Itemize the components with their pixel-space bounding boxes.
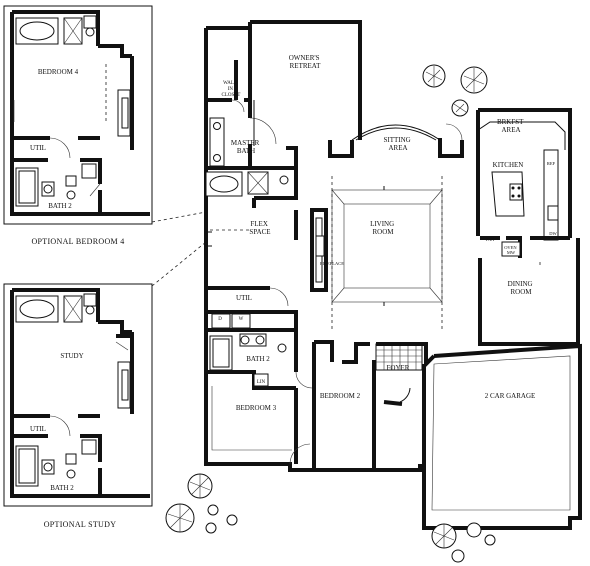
label-bedroom-2: BEDROOM 2 xyxy=(320,392,361,400)
tree-icon xyxy=(451,549,465,563)
tree-icon xyxy=(466,522,482,538)
tree-icon xyxy=(205,522,217,534)
landscaping-trees xyxy=(165,64,496,563)
inset-bedroom4-room-label: BEDROOM 4 xyxy=(38,68,79,76)
label-util: UTIL xyxy=(236,294,252,302)
label-washer: W xyxy=(239,317,244,322)
inset-optional-study: STUDY UTIL BATH 2 xyxy=(3,283,153,507)
foyer-tile xyxy=(375,343,423,371)
label-kitchen: KITCHEN xyxy=(493,161,524,169)
tree-icon xyxy=(207,504,219,516)
inset-bedroom4-util-label: UTIL xyxy=(30,144,46,152)
label-pan: PAN xyxy=(486,237,495,242)
inset-study-util-label: UTIL xyxy=(30,425,46,433)
label-foyer: FOYER xyxy=(387,364,410,372)
label-bedroom-3: BEDROOM 3 xyxy=(236,404,277,412)
main-floor-plan xyxy=(204,20,582,530)
caption-optional-study: OPTIONAL STUDY xyxy=(44,520,117,529)
tree-icon xyxy=(431,523,457,549)
label-sitting-area: SITTING AREA xyxy=(384,136,413,152)
label-fireplace: FIREPLACE xyxy=(320,261,344,266)
inset-bedroom4-bath-label: BATH 2 xyxy=(48,202,72,210)
tree-icon xyxy=(460,66,488,94)
inset-optional-bedroom-4: BEDROOM 4 UTIL BATH 2 xyxy=(3,5,153,225)
label-dw: DW xyxy=(549,231,557,236)
tree-icon xyxy=(187,473,213,499)
callout-line-bedroom4 xyxy=(151,211,207,223)
label-dining-room: DINING ROOM xyxy=(508,280,535,296)
label-brkfst-area: BRKFST AREA xyxy=(497,118,525,134)
label-lin: LIN xyxy=(257,380,266,385)
callout-line-study xyxy=(151,241,207,287)
tree-icon xyxy=(422,64,446,88)
tree-icon xyxy=(165,503,195,533)
label-bath-2: BATH 2 xyxy=(246,355,270,363)
label-owners-retreat: OWNER'S RETREAT xyxy=(289,54,322,70)
label-living-room: LIVING ROOM xyxy=(370,220,396,236)
tree-icon xyxy=(484,534,496,546)
label-dryer: D xyxy=(218,317,222,322)
tree-icon xyxy=(226,514,238,526)
label-flex-space: FLEX SPACE xyxy=(249,220,270,236)
label-master-bath: MASTER BATH xyxy=(231,139,261,155)
label-walk-in-closet: WALK IN CLOSET xyxy=(222,81,241,98)
label-oven-mw: OVEN MW xyxy=(504,245,518,255)
tree-icon xyxy=(451,99,469,117)
label-ref: REF xyxy=(547,161,556,166)
caption-optional-bedroom-4: OPTIONAL BEDROOM 4 xyxy=(31,237,124,246)
inset-study-bath-label: BATH 2 xyxy=(50,484,74,492)
label-2-car-garage: 2 CAR GARAGE xyxy=(485,392,536,400)
inset-study-room-label: STUDY xyxy=(60,352,83,360)
